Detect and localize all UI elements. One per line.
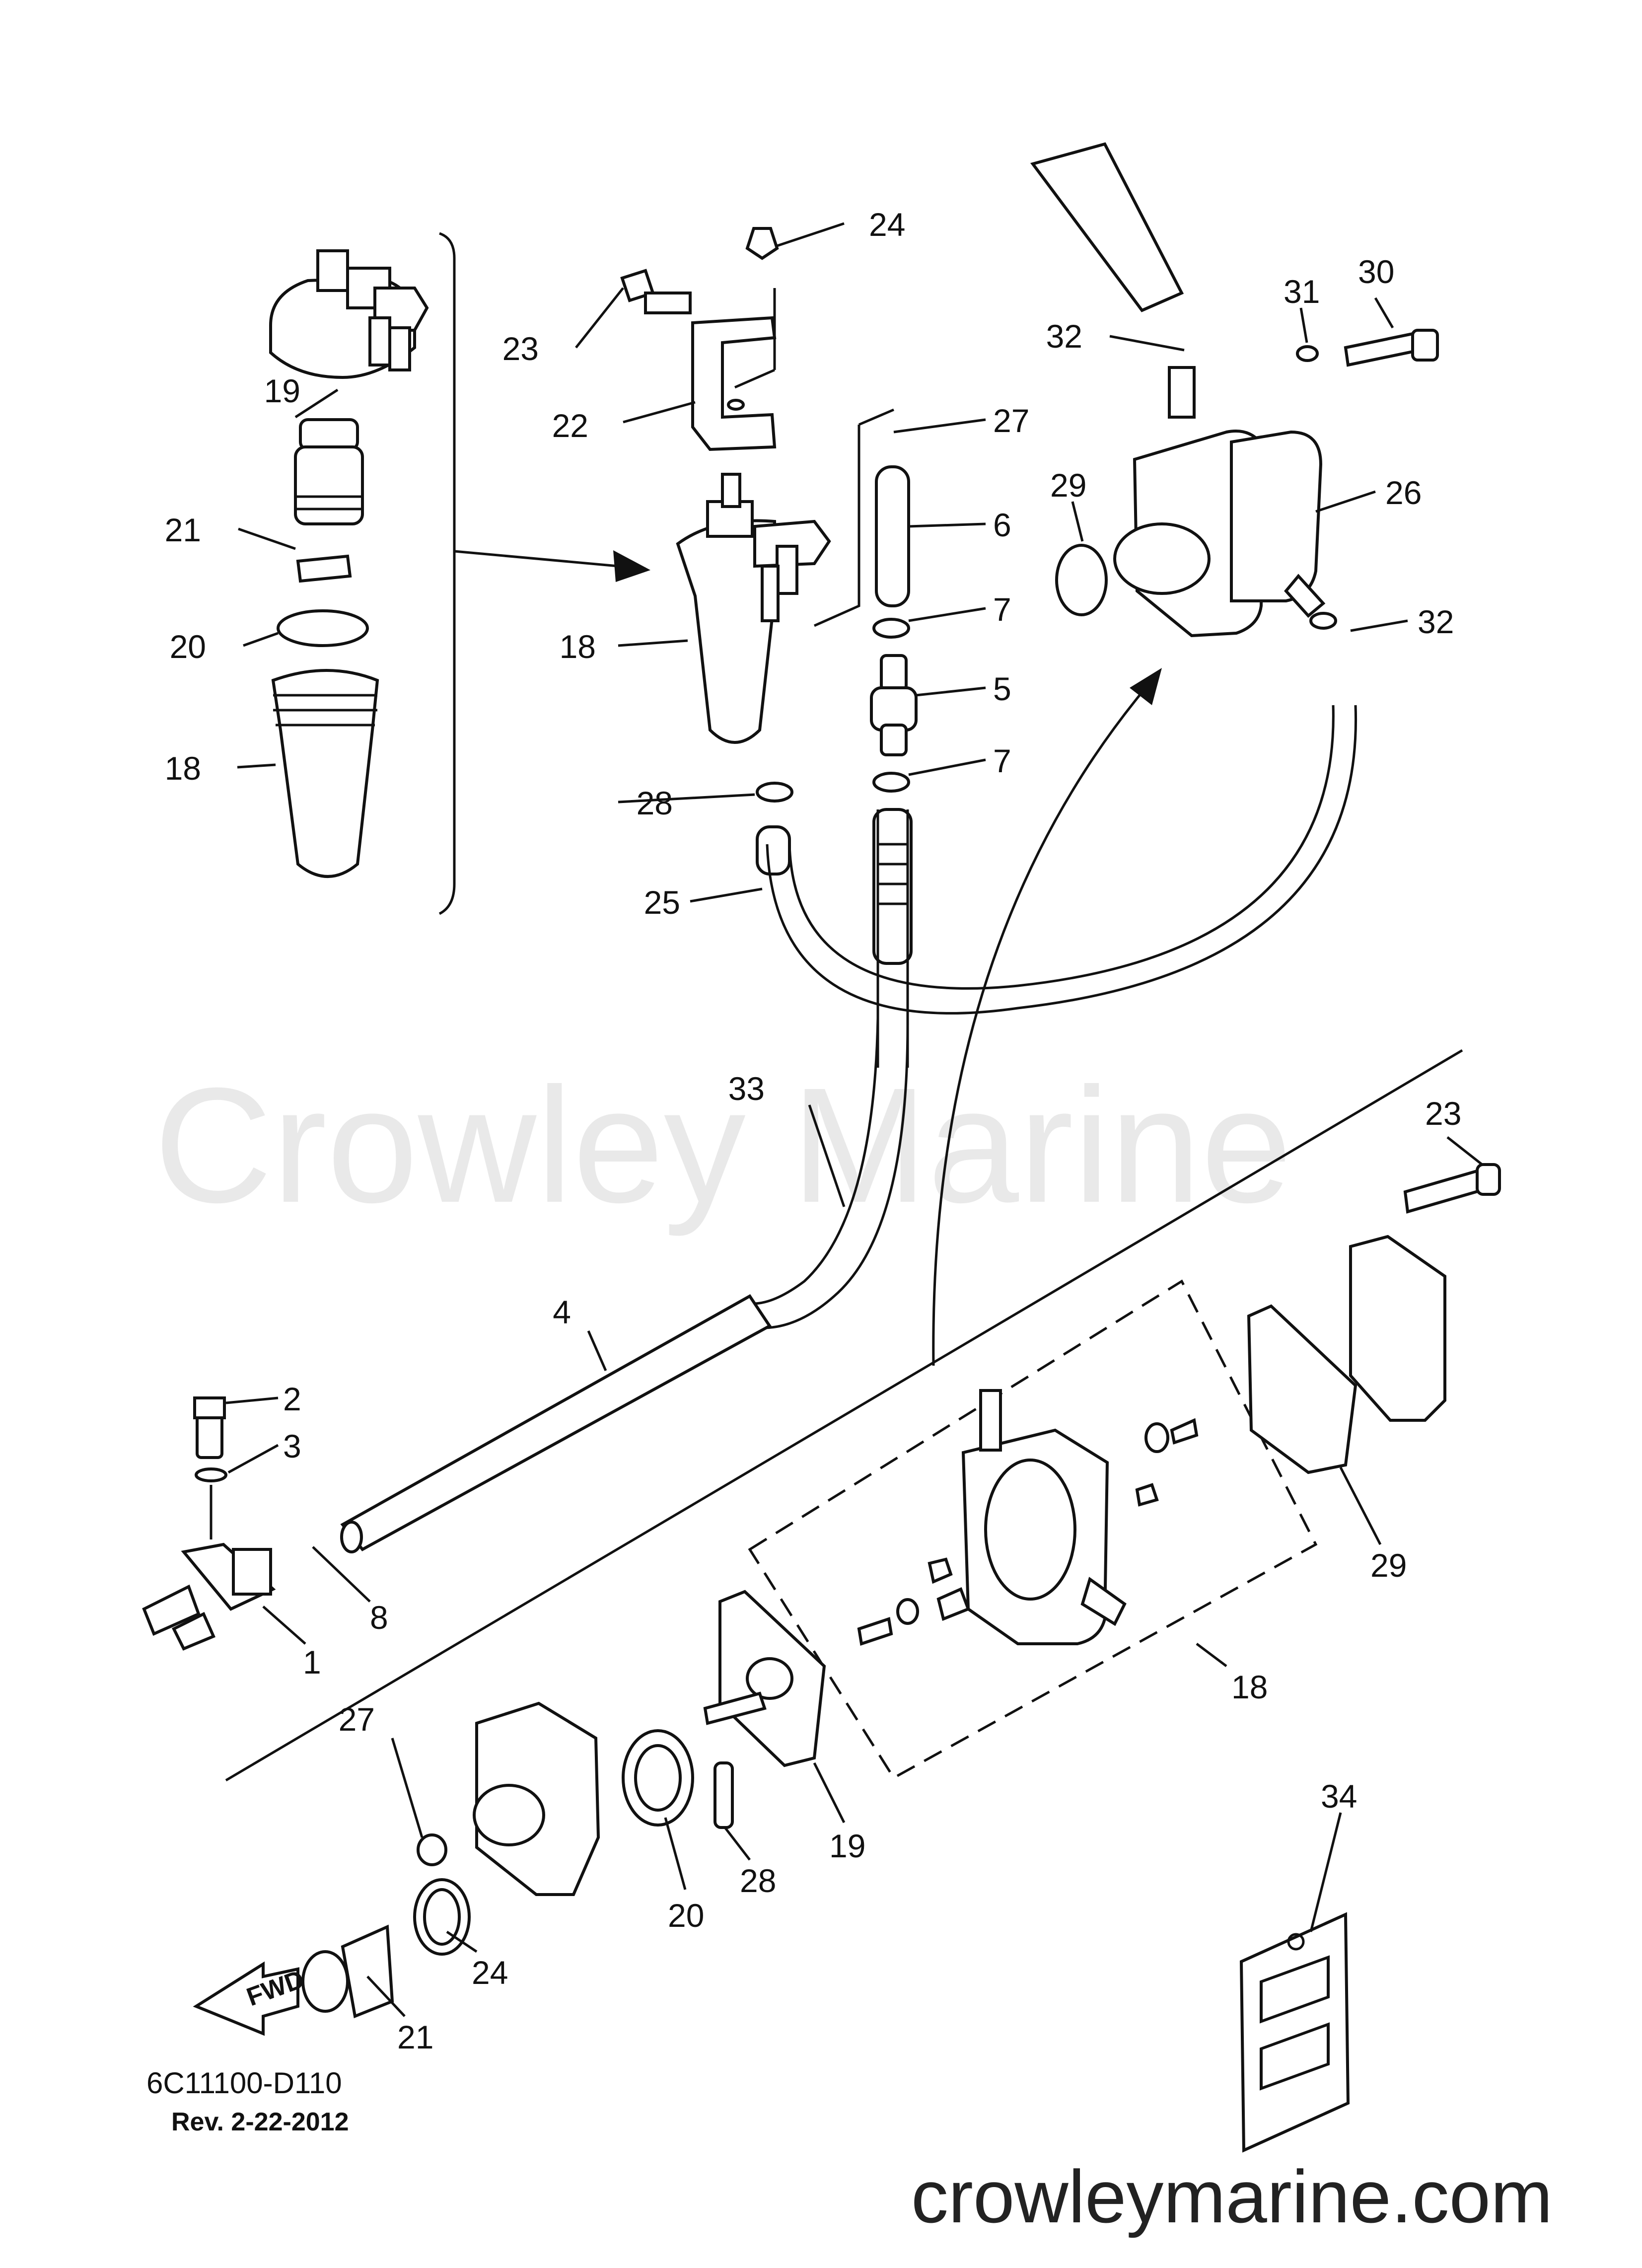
callout-labels: 19 21 20 18 23 22 24 27 6 7 5 7 18 28 25…	[165, 206, 1462, 2055]
callout-8: 8	[370, 1599, 388, 1636]
assembly-arrow	[932, 679, 1153, 1366]
callout-21: 19	[829, 1828, 865, 1864]
callout-20: 18	[1231, 1669, 1268, 1705]
callout-19: 26	[1385, 474, 1422, 511]
callout-14: 22	[552, 407, 588, 444]
callout-32a: 32	[1046, 318, 1082, 355]
callout-31: 31	[1284, 273, 1320, 310]
callout-27: 27	[339, 1701, 375, 1738]
callout-5: 5	[993, 670, 1011, 707]
callout-30: 30	[1358, 253, 1394, 290]
callout-33: 33	[728, 1070, 765, 1107]
callout-11: 19	[264, 372, 300, 409]
callout-26: 29	[1370, 1547, 1407, 1584]
section-divider-line	[225, 1049, 1463, 1782]
callout-25: 23	[1425, 1095, 1461, 1132]
callout-22: 20	[668, 1897, 704, 1934]
callout-29: 29	[1050, 467, 1086, 504]
filter-assembly	[620, 227, 831, 744]
callout-18a: 27	[993, 402, 1029, 439]
fuel-hose-17	[766, 705, 1357, 1015]
callout-32b: 32	[1418, 603, 1454, 640]
pump-housing-20	[748, 1279, 1318, 1780]
callout-6: 6	[993, 507, 1011, 543]
callout-18b: 28	[637, 785, 673, 821]
callout-3: 3	[283, 1428, 301, 1464]
callout-28: 28	[740, 1862, 776, 1899]
callout-1: 1	[303, 1644, 321, 1681]
callout-15: 23	[502, 330, 539, 367]
fwd-arrow: FWD	[193, 1961, 308, 2036]
hose-and-joint	[756, 408, 918, 1068]
watermark: Crowley Marine	[154, 1053, 1292, 1238]
callout-23: 21	[397, 2019, 433, 2055]
callout-10: 18	[165, 750, 201, 787]
callout-7b: 7	[993, 742, 1011, 779]
tag-34	[1239, 1912, 1350, 2153]
callout-4: 4	[553, 1294, 571, 1330]
callout-12: 20	[170, 628, 206, 665]
callout-17: 25	[644, 884, 680, 921]
gasket-and-cover	[301, 1163, 1501, 2019]
fuel-pump	[1030, 142, 1439, 638]
callout-2: 2	[283, 1381, 301, 1417]
callout-13: 21	[165, 512, 201, 548]
fuel-hose-4	[340, 1294, 772, 1551]
callout-7a: 7	[993, 591, 1011, 628]
filter-inset	[269, 232, 650, 915]
callout-16: 24	[869, 206, 905, 243]
revision-date: Rev. 2-22-2012	[171, 2108, 349, 2136]
callout-34: 34	[1321, 1778, 1357, 1815]
fuel-hose-33	[739, 1018, 879, 1305]
callout-24: 24	[472, 1954, 508, 1991]
callout-9: 18	[560, 628, 596, 665]
website-url: crowleymarine.com	[911, 2155, 1553, 2238]
fuel-joint-assembly	[142, 1396, 276, 1651]
leader-lines	[225, 222, 1483, 2017]
drawing-code: 6C11100-D110	[146, 2066, 342, 2100]
